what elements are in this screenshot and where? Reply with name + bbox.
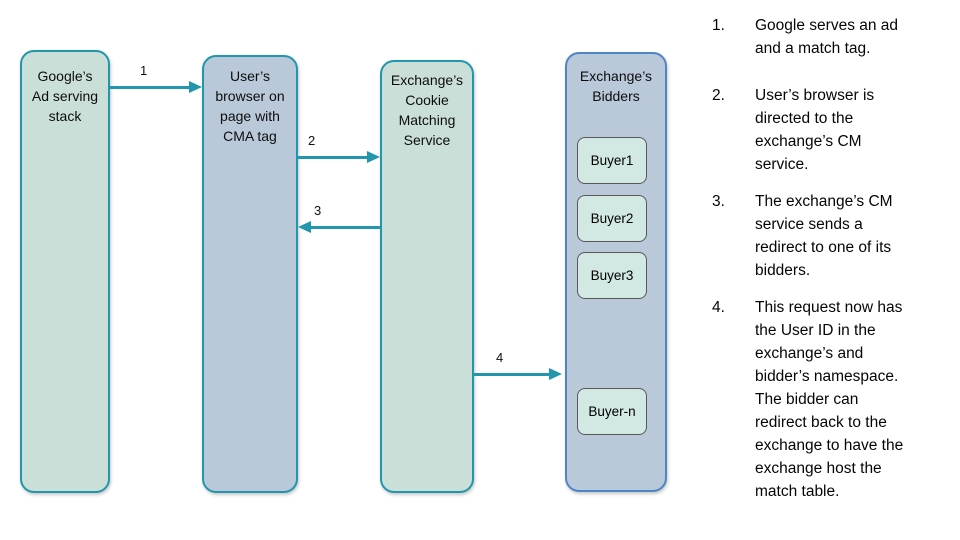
arrow-3-head-icon xyxy=(298,221,311,233)
buyer2-label: Buyer2 xyxy=(590,211,634,226)
note-4-text: This request now has the User ID in the … xyxy=(755,299,904,500)
note-1-text: Google serves an ad and a match tag. xyxy=(755,17,899,57)
node-user-browser: User’s browser on page with CMA tag xyxy=(202,55,298,493)
buyer3-box: Buyer3 xyxy=(577,252,647,299)
note-1-number: 1. xyxy=(712,17,725,34)
arrow-1-label: 1 xyxy=(140,63,148,78)
notes-list: 1. Google serves an ad and a match tag. … xyxy=(712,14,944,517)
note-3-text: The exchange’s CM service sends a redire… xyxy=(755,193,893,279)
arrow-3-line xyxy=(309,226,380,229)
node-exchange-cm-service: Exchange’s Cookie Matching Service xyxy=(380,60,474,493)
node-google-ad-stack: Google’s Ad serving stack xyxy=(20,50,110,493)
arrow-2-head-icon xyxy=(367,151,380,163)
arrow-3: 3 xyxy=(298,203,380,233)
node-exchange-bidders: Exchange’s Bidders Buyer1 Buyer2 Buyer3 … xyxy=(565,52,667,492)
arrow-4-head-icon xyxy=(549,368,562,380)
buyer-n-label: Buyer-n xyxy=(588,404,636,419)
note-2-text: User’s browser is directed to the exchan… xyxy=(755,87,875,173)
arrow-2-label: 2 xyxy=(308,133,316,148)
arrow-3-label: 3 xyxy=(314,203,322,218)
node-google-ad-stack-label: Google’s Ad serving stack xyxy=(31,68,99,124)
note-3-number: 3. xyxy=(712,193,725,210)
note-item-3: 3. The exchange’s CM service sends a red… xyxy=(712,190,944,282)
note-item-2: 2. User’s browser is directed to the exc… xyxy=(712,84,944,176)
arrow-4-line xyxy=(474,373,551,376)
buyer1-label: Buyer1 xyxy=(590,153,634,168)
arrow-1: 1 xyxy=(110,63,202,93)
buyer1-box: Buyer1 xyxy=(577,137,647,184)
buyer-n-box: Buyer-n xyxy=(577,388,647,435)
node-exchange-bidders-label: Exchange’s Bidders xyxy=(579,68,653,104)
node-user-browser-label: User’s browser on page with CMA tag xyxy=(215,68,285,144)
note-4-number: 4. xyxy=(712,299,725,316)
note-2-number: 2. xyxy=(712,87,725,104)
arrow-1-head-icon xyxy=(189,81,202,93)
buyer3-label: Buyer3 xyxy=(590,268,634,283)
arrow-2: 2 xyxy=(298,133,380,163)
note-item-4: 4. This request now has the User ID in t… xyxy=(712,296,944,503)
arrow-2-line xyxy=(298,156,369,159)
node-exchange-cm-service-label: Exchange’s Cookie Matching Service xyxy=(390,72,464,148)
arrow-4: 4 xyxy=(474,350,562,380)
buyer2-box: Buyer2 xyxy=(577,195,647,242)
arrow-1-line xyxy=(110,86,191,89)
note-item-1: 1. Google serves an ad and a match tag. xyxy=(712,14,944,60)
arrow-4-label: 4 xyxy=(496,350,504,365)
